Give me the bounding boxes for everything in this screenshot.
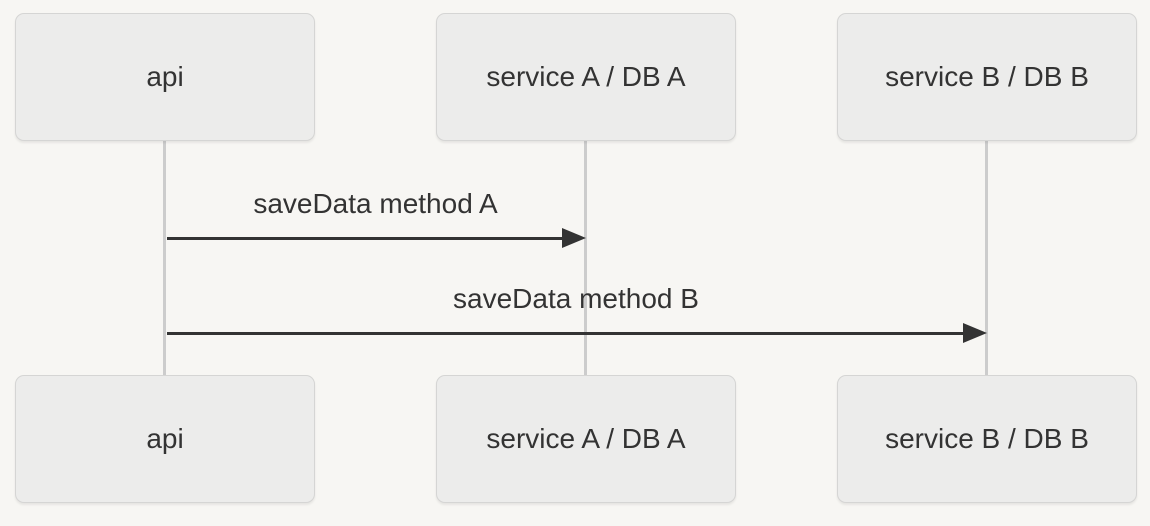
actor-label-api: api [146,423,184,454]
message-arrow-save-data-a [167,237,563,240]
actor-box-service-b-top: service B / DB B [837,13,1137,141]
actor-box-service-b-bottom: service B / DB B [837,375,1137,503]
arrowhead-icon [562,228,586,248]
lifeline-service-a [584,141,587,375]
actor-box-api-bottom: api [15,375,315,503]
actor-label-api: api [146,61,184,92]
actor-box-api-top: api [15,13,315,141]
actor-box-service-a-bottom: service A / DB A [436,375,736,503]
actor-label-service-a: service A / DB A [486,61,686,92]
arrowhead-icon [963,323,987,343]
lifeline-service-b [985,141,988,375]
message-label-save-data-b: saveData method B [453,283,699,314]
actor-label-service-b: service B / DB B [885,61,1089,92]
message-label-save-data-a: saveData method A [253,188,498,219]
lifeline-api [163,141,166,375]
actor-label-service-b: service B / DB B [885,423,1089,454]
message-arrow-save-data-b [167,332,964,335]
actor-box-service-a-top: service A / DB A [436,13,736,141]
actor-label-service-a: service A / DB A [486,423,686,454]
